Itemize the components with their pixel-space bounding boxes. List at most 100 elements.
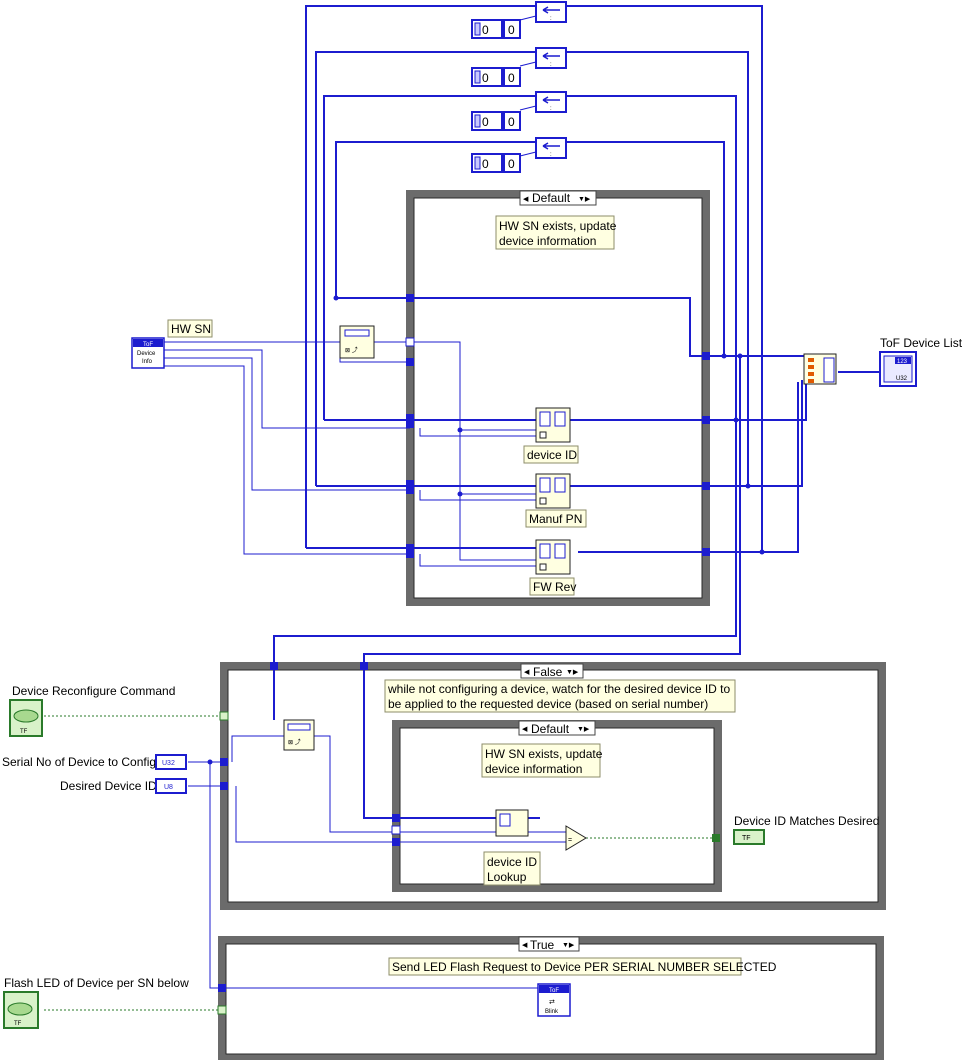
svg-text::: : <box>550 62 552 68</box>
svg-text:◀: ◀ <box>522 942 528 949</box>
svg-text:device information: device information <box>499 234 596 248</box>
numeric-constant-2[interactable]: 0 0 <box>471 67 521 87</box>
svg-text:▼▶: ▼▶ <box>577 726 590 733</box>
svg-text:Lookup: Lookup <box>487 870 527 884</box>
replace-element-manuf-pn[interactable] <box>535 473 571 509</box>
hw-sn-label: HW SN <box>167 319 213 338</box>
svg-text:0: 0 <box>482 71 489 85</box>
true-case-comment: Send LED Flash Request to Device PER SER… <box>388 957 777 976</box>
svg-text:▼▶: ▼▶ <box>566 669 579 676</box>
svg-text:▼▶: ▼▶ <box>578 196 591 203</box>
svg-text:Info: Info <box>142 359 153 365</box>
svg-text:0: 0 <box>482 157 489 171</box>
svg-text:⊠ ⤴: ⊠ ⤴ <box>345 346 358 354</box>
numeric-constant-3[interactable]: 0 0 <box>471 111 521 131</box>
flash-led-control[interactable]: TF <box>3 991 39 1029</box>
numeric-constant-1[interactable]: 0 0 <box>471 19 521 39</box>
svg-text::: : <box>550 16 552 22</box>
search-array-node[interactable]: ⊠ ⤴ <box>339 325 375 359</box>
svg-text:◀: ◀ <box>524 669 530 676</box>
svg-text:device ID: device ID <box>527 448 577 462</box>
device-id-comment: device ID <box>523 445 579 464</box>
tof-device-list-indicator[interactable]: 123 U32 <box>879 351 917 387</box>
true-case-selector[interactable]: ◀ True ▼▶ <box>518 936 580 952</box>
fw-rev-comment: FW Rev <box>529 577 576 596</box>
tunnel-boolean <box>712 834 720 842</box>
svg-text:device ID: device ID <box>487 855 537 869</box>
svg-text:123: 123 <box>897 359 908 365</box>
desired-device-id-label: Desired Device ID <box>60 779 157 793</box>
svg-text:Device: Device <box>137 351 156 357</box>
inner-case-comment: HW SN exists, update device information <box>481 743 603 778</box>
desired-device-id-control[interactable]: U8 <box>155 778 187 794</box>
svg-text:0: 0 <box>482 115 489 129</box>
boolean-wires <box>44 715 716 1011</box>
tof-device-list-label: ToF Device List <box>880 336 962 350</box>
device-id-matches-indicator[interactable]: TF <box>733 829 765 845</box>
lookup-comment: device ID Lookup <box>483 851 541 886</box>
wire-network-thick <box>273 5 880 819</box>
svg-text:TF: TF <box>20 729 28 735</box>
svg-text:Manuf PN: Manuf PN <box>529 512 582 526</box>
wire-network-thin <box>164 341 566 989</box>
svg-text:HW SN: HW SN <box>171 322 211 336</box>
svg-text:Default: Default <box>531 722 570 736</box>
svg-text:▼▶: ▼▶ <box>562 942 575 949</box>
svg-text:ToF: ToF <box>549 988 559 994</box>
svg-text:U32: U32 <box>162 760 175 767</box>
svg-text:device information: device information <box>485 762 582 776</box>
svg-text:Send LED Flash Request to Devi: Send LED Flash Request to Device PER SER… <box>392 960 777 974</box>
feedback-node-1[interactable]: : <box>535 1 567 23</box>
svg-text:0: 0 <box>508 157 515 171</box>
feedback-node-2[interactable]: : <box>535 47 567 69</box>
svg-text::: : <box>550 152 552 158</box>
false-case-selector[interactable]: ◀ False ▼▶ <box>520 663 584 679</box>
svg-text:while not configuring a device: while not configuring a device, watch fo… <box>387 682 731 696</box>
numeric-constant-4[interactable]: 0 0 <box>471 153 521 173</box>
upper-case-comment: HW SN exists, update device information <box>495 215 617 250</box>
svg-text:0: 0 <box>508 115 515 129</box>
upper-case-structure-inner <box>413 197 703 599</box>
svg-text:◀: ◀ <box>522 726 528 733</box>
svg-text:0: 0 <box>482 23 489 37</box>
svg-text:⊠ ⤴: ⊠ ⤴ <box>288 738 301 746</box>
equal-comparison-node[interactable]: = <box>565 825 587 851</box>
feedback-node-4[interactable]: : <box>535 137 567 159</box>
svg-text:TF: TF <box>14 1021 22 1027</box>
svg-text:◀: ◀ <box>523 196 529 203</box>
svg-text:U8: U8 <box>164 784 173 791</box>
device-reconfigure-command-label: Device Reconfigure Command <box>12 684 175 698</box>
feedback-node-3[interactable]: : <box>535 91 567 113</box>
svg-text:Default: Default <box>532 191 571 205</box>
serial-no-label: Serial No of Device to Config <box>2 755 156 769</box>
svg-text:TF: TF <box>742 835 751 842</box>
inner-case-selector[interactable]: ◀ Default ▼▶ <box>518 720 596 736</box>
replace-element-device-id[interactable] <box>535 407 571 443</box>
tof-device-info-node[interactable]: ToF Device Info <box>131 337 165 369</box>
bundle-by-name-node[interactable] <box>803 353 837 385</box>
svg-text:FW Rev: FW Rev <box>533 580 576 594</box>
svg-text:U32: U32 <box>896 376 908 382</box>
svg-text:ToF: ToF <box>143 342 153 348</box>
svg-text:HW SN exists, update: HW SN exists, update <box>485 747 603 761</box>
device-id-matches-label: Device ID Matches Desired <box>734 814 879 828</box>
search-array-node-2[interactable]: ⊠ ⤴ <box>283 719 315 751</box>
tof-blink-node[interactable]: ToF ⇄ Blink <box>537 983 571 1017</box>
svg-text:=: = <box>568 837 572 844</box>
false-case-comment: while not configuring a device, watch fo… <box>384 679 736 713</box>
svg-text:Blink: Blink <box>545 1009 559 1015</box>
case-selector-terminals <box>217 337 415 1015</box>
svg-text:⇄: ⇄ <box>549 999 555 1006</box>
upper-case-selector[interactable]: ◀ Default ▼▶ <box>519 190 597 206</box>
index-array-node[interactable] <box>495 809 529 837</box>
device-reconfigure-command-control[interactable]: TF <box>9 699 43 737</box>
wire-junctions <box>207 295 765 765</box>
svg-text:0: 0 <box>508 71 515 85</box>
replace-element-fw-rev[interactable] <box>535 539 571 575</box>
svg-text:True: True <box>530 938 555 952</box>
svg-text:0: 0 <box>508 23 515 37</box>
serial-no-control[interactable]: U32 <box>155 754 187 770</box>
flash-led-label: Flash LED of Device per SN below <box>4 976 189 990</box>
svg-text:False: False <box>533 665 563 679</box>
